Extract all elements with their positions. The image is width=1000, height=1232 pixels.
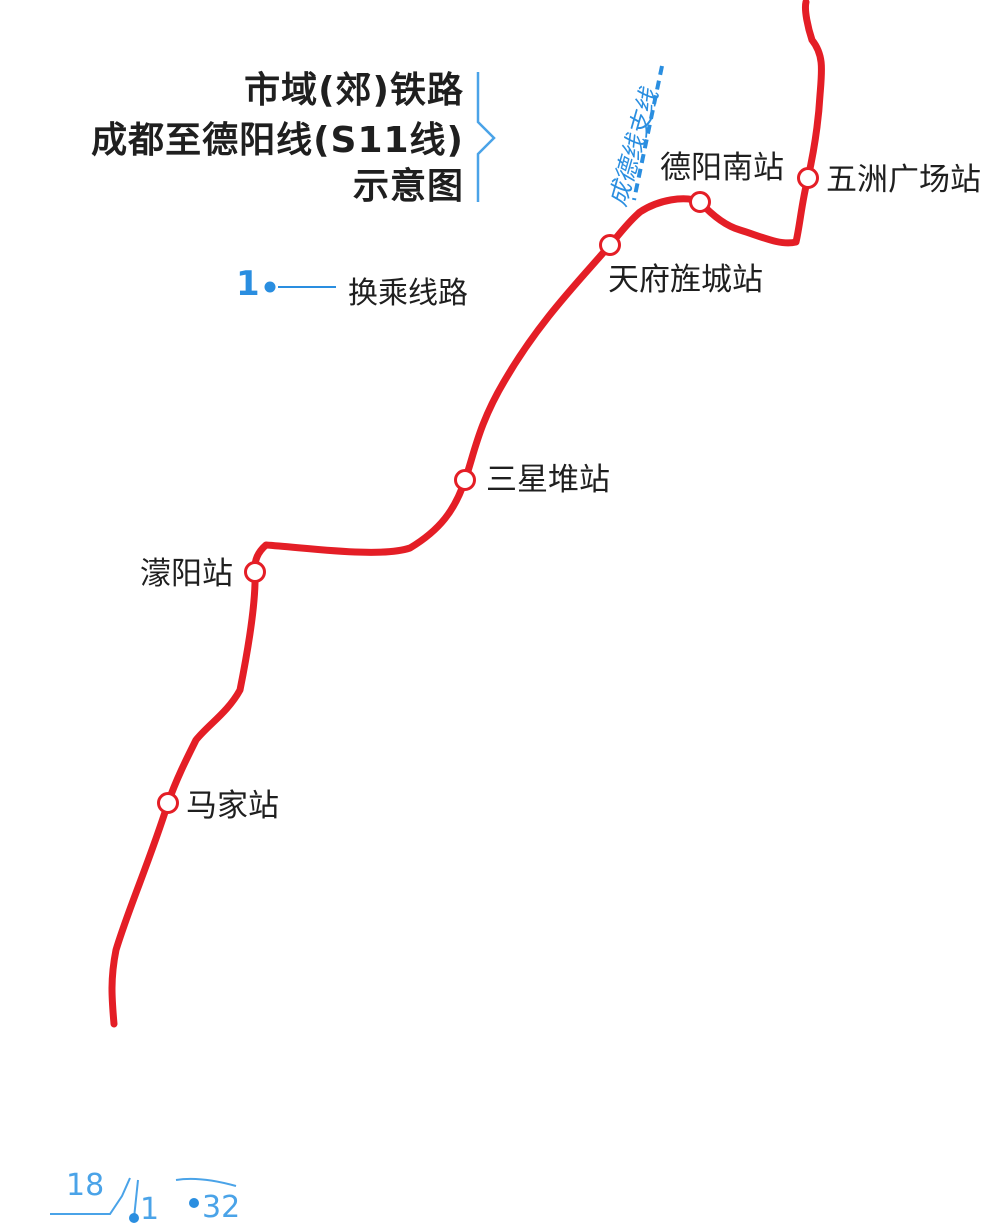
legend-transfer-number: 1	[236, 264, 260, 304]
station-label-majia[interactable]: 马家站	[186, 788, 279, 824]
legend-transfer-label: 换乘线路	[348, 276, 468, 311]
map-title-line-1: 市域(郊)铁路	[244, 70, 464, 111]
transfer-line-1-label: 1	[140, 1192, 160, 1227]
branch-line	[632, 65, 664, 201]
transfer-dot-32	[189, 1198, 199, 1208]
transfer-line-32-label: 32	[202, 1190, 241, 1225]
station-label-sanxingdui[interactable]: 三星堆站	[486, 462, 610, 498]
transfer-line-18	[50, 1177, 131, 1215]
station-label-tianfu-jingcheng[interactable]: 天府旌城站	[608, 262, 763, 298]
station-marker-tianfu-jingcheng[interactable]	[599, 234, 621, 256]
station-label-mengyang[interactable]: 濛阳站	[140, 556, 233, 592]
transfer-dot-1	[129, 1213, 139, 1223]
s11-route-line	[108, 0, 826, 1028]
station-marker-wuzhou-square[interactable]	[797, 167, 819, 189]
transfer-line-18-label: 18	[66, 1168, 105, 1203]
map-title-line-3: 示意图	[352, 166, 464, 207]
station-label-deyang-south[interactable]: 德阳南站	[660, 150, 784, 186]
title-bracket	[476, 72, 496, 202]
station-marker-sanxingdui[interactable]	[454, 469, 476, 491]
map-title-line-2: 成都至德阳线(S11线)	[91, 120, 464, 161]
station-marker-mengyang[interactable]	[244, 561, 266, 583]
station-label-wuzhou-square[interactable]: 五洲广场站	[826, 162, 981, 198]
transfer-line-1	[133, 1179, 139, 1219]
station-marker-deyang-south[interactable]	[689, 191, 711, 213]
station-marker-majia[interactable]	[157, 792, 179, 814]
legend-transfer-dot	[264, 281, 276, 293]
transfer-line-32	[175, 1177, 237, 1187]
